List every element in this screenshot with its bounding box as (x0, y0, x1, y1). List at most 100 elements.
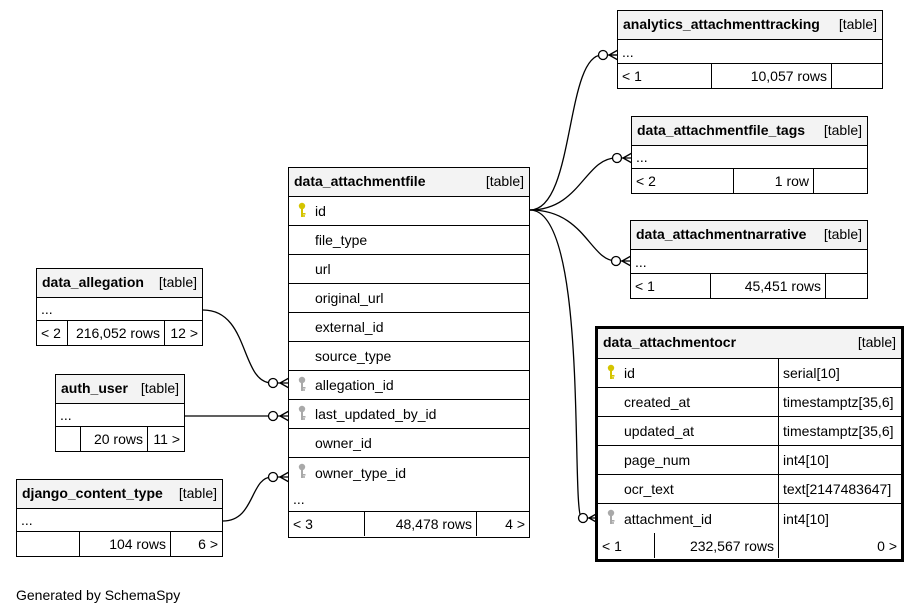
table-kind: [table] (485, 173, 524, 189)
column-row[interactable]: original_url (289, 284, 529, 313)
ellipsis-row: ... (17, 509, 222, 532)
children-count[interactable] (832, 64, 882, 88)
table-data-attachmentfile-tags[interactable]: data_attachmentfile_tags [table] ... < 2… (631, 116, 868, 194)
foreign-key-icon (297, 405, 307, 424)
row-count: 216,052 rows (68, 321, 165, 345)
table-header: data_attachmentfile_tags [table] (632, 117, 867, 146)
row-count: 10,057 rows (712, 64, 832, 88)
column-type: text[2147483647] (783, 481, 892, 497)
table-footer: < 2 1 row (632, 169, 867, 193)
column-name: attachment_id (598, 504, 779, 533)
column-row[interactable]: owner_id (289, 429, 529, 458)
ellipsis: ... (636, 149, 648, 165)
column-name: id (315, 203, 326, 219)
parents-count[interactable]: < 2 (37, 321, 68, 345)
parents-count[interactable]: < 2 (632, 169, 734, 193)
column-name: external_id (315, 319, 384, 335)
foreign-key-icon (297, 463, 307, 482)
column-name: source_type (315, 348, 392, 364)
children-count[interactable] (814, 169, 867, 193)
column-row[interactable]: source_type (289, 342, 529, 371)
table-kind: [table] (823, 122, 862, 138)
table-name[interactable]: data_attachmentnarrative (636, 226, 807, 242)
ellipsis: ... (293, 491, 305, 507)
table-name[interactable]: data_attachmentfile_tags (637, 122, 806, 138)
table-kind: [table] (857, 334, 896, 350)
table-name[interactable]: data_attachmentocr (603, 334, 737, 350)
children-count[interactable]: 0 > (877, 537, 897, 554)
link-django-content-type (222, 476, 289, 522)
parents-count[interactable]: < 3 (289, 512, 365, 536)
ellipsis-row: ... (618, 40, 882, 64)
table-footer: < 1 45,451 rows (631, 274, 867, 298)
table-auth-user[interactable]: auth_user [table] ... 20 rows 11 > (55, 374, 185, 452)
children-count[interactable]: 4 > (505, 516, 525, 532)
children-count[interactable] (826, 274, 867, 298)
column-name: owner_id (315, 435, 372, 451)
column-name: last_updated_by_id (315, 406, 437, 422)
parents-count[interactable] (56, 427, 81, 451)
ellipsis-row: ... (632, 146, 867, 169)
column-row[interactable]: external_id (289, 313, 529, 342)
ellipsis: ... (21, 512, 33, 528)
column-row[interactable]: owner_type_id (289, 458, 529, 487)
parents-count[interactable]: < 1 (598, 533, 655, 558)
row-count: 232,567 rows (655, 533, 779, 558)
table-django-content-type[interactable]: django_content_type [table] ... 104 rows… (16, 479, 223, 557)
table-name[interactable]: django_content_type (22, 485, 163, 501)
children-count[interactable]: 12 > (170, 325, 198, 341)
row-count: 45,451 rows (711, 274, 826, 298)
table-footer: 104 rows 6 > (17, 532, 222, 556)
parents-count[interactable]: < 1 (631, 274, 711, 298)
table-name[interactable]: data_attachmentfile (294, 173, 426, 189)
column-type: serial[10] (783, 365, 840, 381)
table-header: data_attachmentnarrative [table] (631, 221, 867, 250)
table-header: analytics_attachmenttracking [table] (618, 11, 882, 40)
ellipsis: ... (635, 253, 647, 270)
column-row[interactable]: last_updated_by_id (289, 400, 529, 429)
generated-by-label: Generated by SchemaSpy (16, 587, 181, 603)
parents-count[interactable]: < 1 (618, 64, 712, 88)
children-count[interactable]: 11 > (153, 431, 180, 447)
column-row[interactable]: allegation_id (289, 371, 529, 400)
link-data-attachmentocr (529, 209, 598, 519)
table-name[interactable]: auth_user (61, 380, 128, 396)
column-row[interactable]: file_type (289, 226, 529, 255)
column-name: url (315, 261, 331, 277)
column-type: timestamptz[35,6] (783, 394, 894, 410)
column-type: timestamptz[35,6] (783, 423, 894, 439)
column-row[interactable]: id (289, 197, 529, 226)
table-kind: [table] (140, 380, 179, 396)
table-kind: [table] (823, 226, 862, 242)
table-footer: < 1 10,057 rows (618, 64, 882, 88)
column-name: original_url (315, 290, 384, 306)
row-count: 48,478 rows (365, 512, 477, 536)
column-type: int4[10] (783, 452, 829, 468)
column-row[interactable]: url (289, 255, 529, 284)
table-data-allegation[interactable]: data_allegation [table] ... < 2 216,052 … (36, 268, 203, 346)
ellipsis-row: ... (56, 404, 184, 427)
primary-key-icon (297, 202, 307, 221)
ellipsis: ... (60, 407, 72, 423)
table-name[interactable]: analytics_attachmenttracking (623, 16, 820, 32)
column-name: created_at (598, 388, 779, 416)
table-kind: [table] (178, 485, 217, 501)
table-header: django_content_type [table] (17, 480, 222, 509)
table-analytics-attachmenttracking[interactable]: analytics_attachmenttracking [table] ...… (617, 10, 883, 89)
children-count[interactable]: 6 > (198, 536, 218, 552)
column-name: id (598, 359, 779, 387)
table-data-attachmentnarrative[interactable]: data_attachmentnarrative [table] ... < 1… (630, 220, 868, 299)
table-kind: [table] (158, 274, 197, 290)
column-name: allegation_id (315, 377, 394, 393)
parents-count[interactable] (17, 532, 80, 556)
primary-key-icon (606, 364, 616, 383)
table-name[interactable]: data_allegation (42, 274, 144, 290)
